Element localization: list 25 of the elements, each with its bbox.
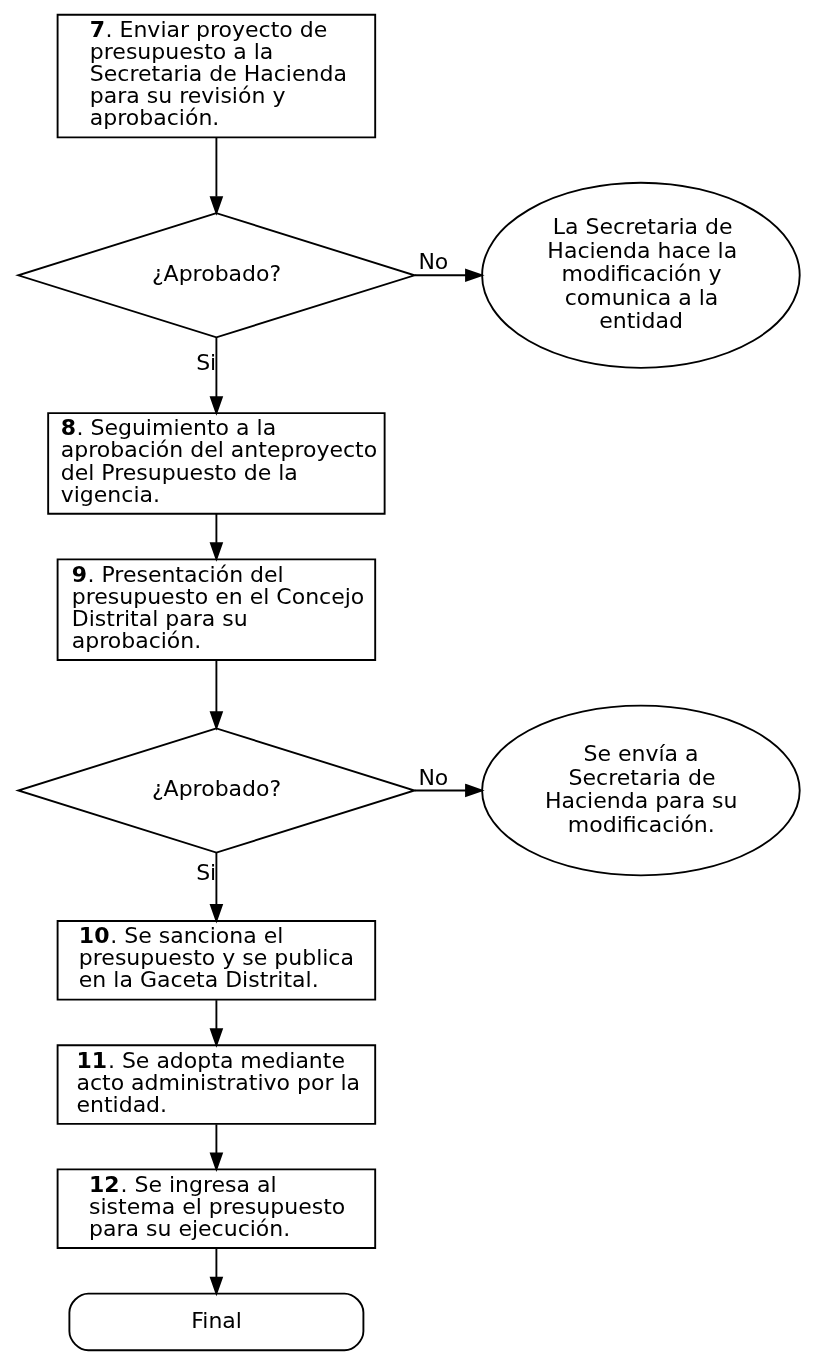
arrow (209, 336, 223, 416)
arrow (209, 136, 223, 216)
node-box: 7. Enviar proyecto de presupuesto a la Secretaria de Hacienda para su revisión y aprobación. (56, 13, 376, 139)
edge-label: Si (195, 349, 216, 375)
node-box: 10. Se sanciona el presupuesto y se publica en la Gaceta Distrital. (56, 920, 376, 1001)
edge-label: Si (195, 860, 216, 886)
arrow (209, 999, 223, 1048)
edge-label: No (417, 764, 448, 790)
node-diamond: ¿Aprobado? (14, 212, 418, 339)
node-ellipse: Se envía a Secretaria de Hacienda para su modificación. (480, 704, 801, 877)
node-ellipse: La Secretaria de Hacienda hace la modificación y comunica a la entidad (480, 181, 801, 369)
arrow (413, 783, 485, 798)
node-box: Final (67, 1292, 364, 1352)
node-box: 11. Se adopta mediante acto administrativo por la entidad. (56, 1044, 376, 1125)
node-diamond: ¿Aprobado? (14, 727, 418, 854)
arrow (209, 1247, 223, 1297)
node-box: 8. Seguimiento a la aprobación del anteproyecto del Presupuesto de la vigencia. (46, 412, 386, 515)
node-box: 12. Se ingresa al sistema el presupuesto para su ejecución. (56, 1168, 376, 1249)
arrow (209, 1123, 223, 1172)
edge-label: No (417, 249, 448, 275)
arrow (209, 659, 223, 731)
arrow (209, 851, 223, 924)
arrow (413, 268, 485, 283)
arrow (209, 512, 223, 562)
node-box: 9. Presentación del presupuesto en el Concejo Distrital para su aprobación. (56, 558, 376, 661)
